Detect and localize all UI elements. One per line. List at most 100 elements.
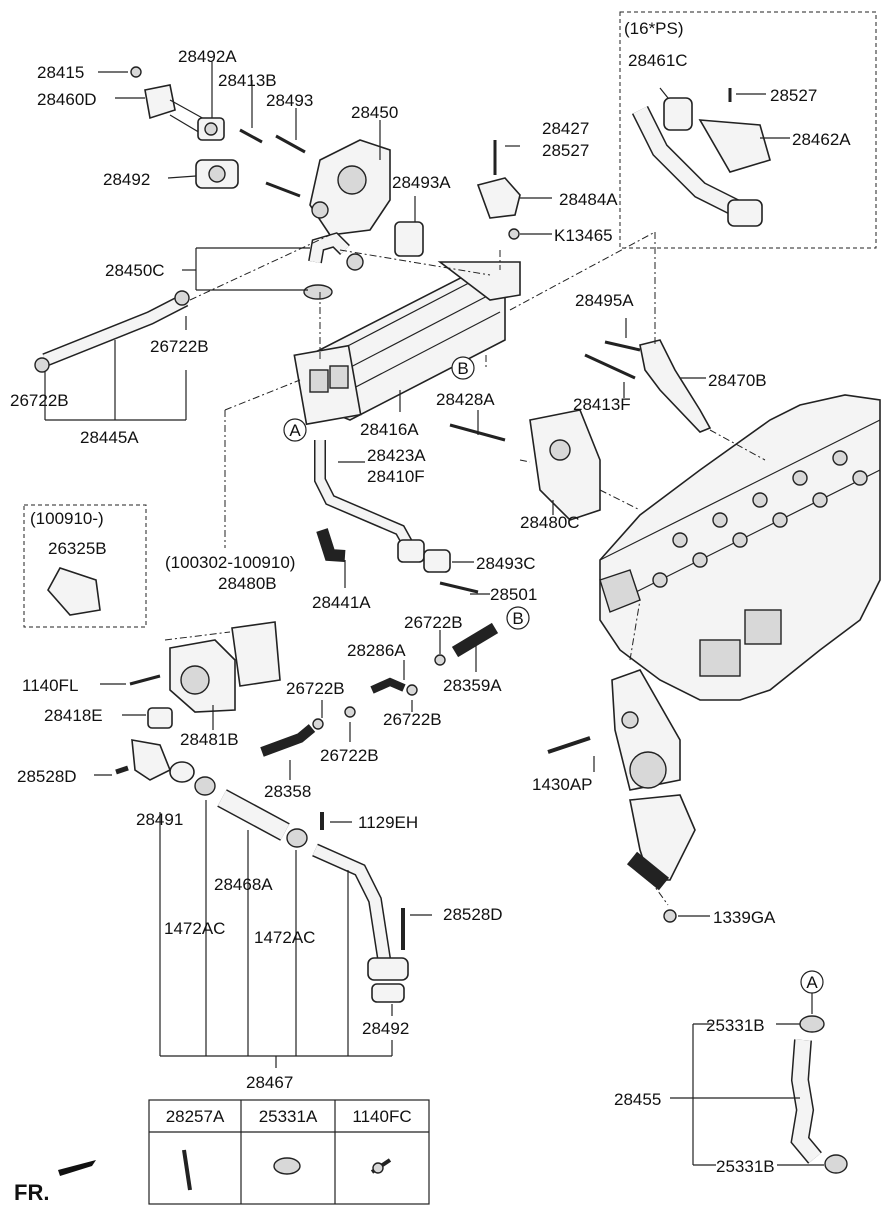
- label-28528d-1: 28528D: [17, 767, 77, 786]
- valve-28481b: [169, 639, 236, 713]
- stud-icon: [182, 1149, 192, 1191]
- label-26325b: 26325B: [48, 539, 107, 558]
- label-28528d-2: 28528D: [443, 905, 503, 924]
- label-28428a: 28428A: [436, 390, 495, 409]
- label-28492a: 28492A: [178, 47, 237, 66]
- label-28491: 28491: [136, 810, 183, 829]
- bracket-28470b: [639, 339, 712, 433]
- label-1472ac-2: 1472AC: [254, 928, 315, 947]
- label-28359a: 28359A: [443, 676, 502, 695]
- bracket-28480c: [529, 409, 601, 521]
- hose-28468a: [217, 789, 290, 841]
- assembly-lines: [164, 231, 766, 906]
- label-28413f: 28413F: [573, 395, 631, 414]
- label-100910: (100910-): [30, 509, 104, 528]
- egr-cooler: [293, 261, 521, 426]
- elbow-outlet: [626, 794, 696, 891]
- label-28415: 28415: [37, 63, 84, 82]
- label-28468a: 28468A: [214, 875, 273, 894]
- label-28480c: 28480C: [520, 513, 580, 532]
- ref-b-2: B: [512, 609, 523, 628]
- bolt-28413f: [584, 353, 636, 380]
- hose-28450c: [303, 232, 364, 300]
- gasket-28418e: [147, 707, 173, 729]
- label-28527-b: 28527: [770, 86, 817, 105]
- bolt-28528d: [115, 765, 129, 775]
- leader-lines: [44, 62, 824, 1166]
- label-1140fl: 1140FL: [22, 676, 78, 695]
- pipe-28467: [312, 843, 409, 981]
- exhaust-manifold: [611, 669, 681, 791]
- label-1430ap: 1430AP: [532, 775, 593, 794]
- gasket-28480b: [231, 621, 281, 687]
- pipe-28461c: [631, 97, 763, 227]
- label-1472ac-1: 1472AC: [164, 919, 225, 938]
- table-header-1140fc: 1140FC: [352, 1107, 411, 1126]
- label-28493a: 28493A: [392, 173, 451, 192]
- label-28495a: 28495A: [575, 291, 634, 310]
- label-28460d: 28460D: [37, 90, 97, 109]
- label-28501: 28501: [490, 585, 537, 604]
- bolt-1140fl: [129, 674, 161, 686]
- ref-a-2: A: [806, 973, 818, 992]
- egr-valve: [309, 139, 391, 236]
- label-28450: 28450: [351, 103, 398, 122]
- label-28467: 28467: [246, 1073, 293, 1092]
- label-28286a: 28286A: [347, 641, 406, 660]
- label-1129eh: 1129EH: [358, 813, 418, 832]
- label-28416a: 28416A: [360, 420, 419, 439]
- table-header-25331a: 25331A: [259, 1107, 318, 1126]
- label-28492-top: 28492: [103, 170, 150, 189]
- hose-28358: [260, 724, 316, 757]
- part-labels: 28415 28492A 28460D 28413B 28493 28450 2…: [10, 19, 851, 1176]
- front-arrow-icon: [58, 1160, 96, 1176]
- tee-28286a: [370, 677, 406, 694]
- bracket-28462a: [698, 119, 771, 173]
- stud-28501: [439, 581, 479, 594]
- hose-28445a: [34, 290, 190, 373]
- label-28493: 28493: [266, 91, 313, 110]
- bolt-28495a: [604, 340, 641, 352]
- option-box-100910: [23, 504, 147, 628]
- bracket-28484a: [476, 177, 521, 219]
- label-28413b: 28413B: [218, 71, 277, 90]
- hose-28455: [790, 1015, 848, 1174]
- label-28461c: 28461C: [628, 51, 688, 70]
- gasket-28492a: [197, 117, 225, 141]
- parts-table: 28257A 25331A 1140FC: [148, 1099, 430, 1205]
- label-28445a: 28445A: [80, 428, 139, 447]
- option-box-16ps: [619, 11, 877, 249]
- label-26722b-1: 26722B: [150, 337, 209, 356]
- gasket-28492: [371, 983, 405, 1003]
- label-28410f: 28410F: [367, 467, 425, 486]
- nut-1339ga: [663, 909, 677, 923]
- label-28481b: 28481B: [180, 730, 239, 749]
- pipe-28410f: [314, 440, 425, 563]
- nut-28415: [130, 66, 142, 78]
- label-28427: 28427: [542, 119, 589, 138]
- fitting-28491: [131, 739, 172, 781]
- hose-28359a: [451, 622, 499, 658]
- elbow-28441a: [316, 528, 346, 562]
- label-28455: 28455: [614, 1090, 661, 1109]
- label-28470b: 28470B: [708, 371, 767, 390]
- label-28493c: 28493C: [476, 554, 536, 573]
- table-header-28257a: 28257A: [166, 1107, 225, 1126]
- ref-a-1: A: [289, 421, 301, 440]
- bolt-1430ap: [547, 736, 591, 754]
- clamp-icon: [273, 1157, 301, 1175]
- front-label: FR.: [14, 1180, 49, 1205]
- bolt-28493: [275, 134, 306, 154]
- gasket-28493a: [394, 221, 424, 257]
- label-26722b-5: 26722B: [320, 746, 379, 765]
- label-28441a: 28441A: [312, 593, 371, 612]
- label-25331b-2: 25331B: [716, 1157, 775, 1176]
- label-26722b-3: 26722B: [404, 613, 463, 632]
- label-26722b-4: 26722B: [286, 679, 345, 698]
- label-28484a: 28484A: [559, 190, 618, 209]
- label-28492-bot: 28492: [362, 1019, 409, 1038]
- label-k13465: K13465: [554, 226, 613, 245]
- label-100302: (100302-100910): [165, 553, 295, 572]
